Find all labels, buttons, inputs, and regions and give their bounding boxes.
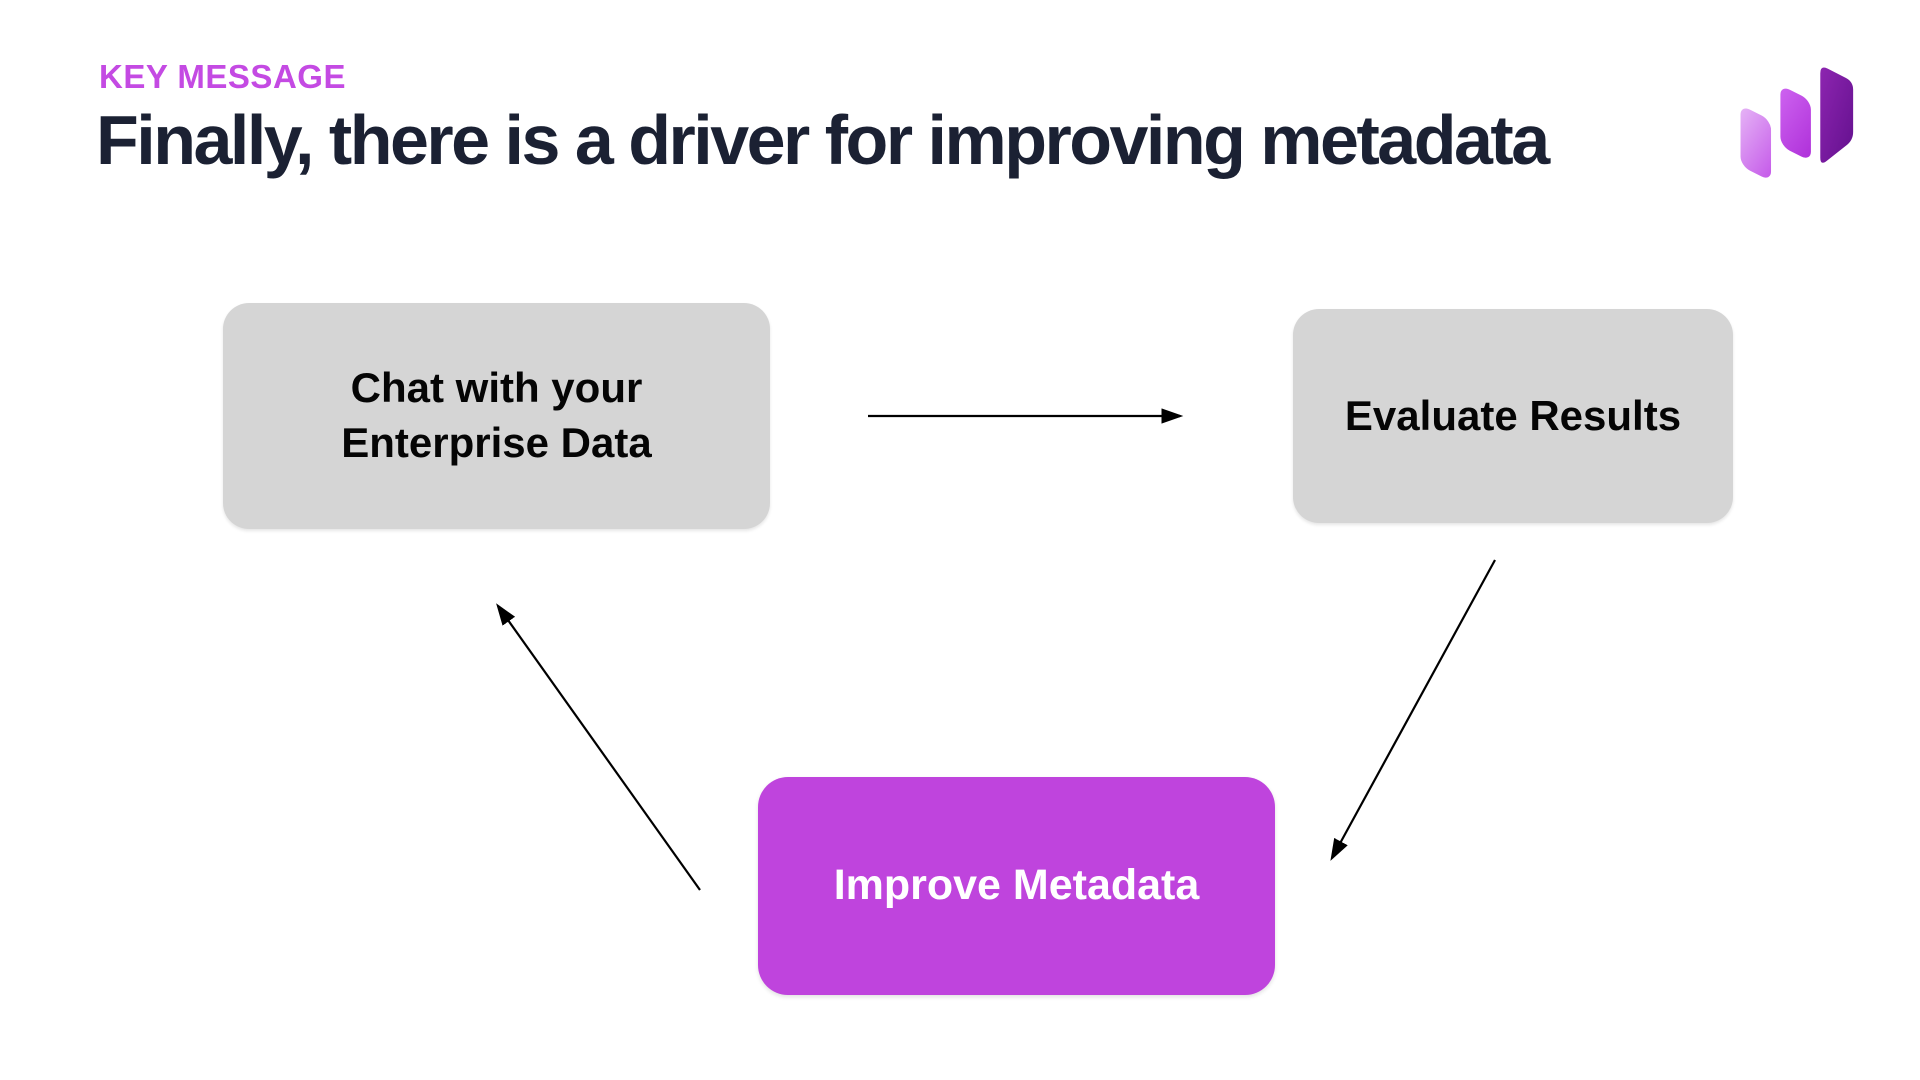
brand-logo-icon <box>1740 67 1854 178</box>
diagram-node-improve-metadata: Improve Metadata <box>758 777 1275 995</box>
arrow-improve-to-chat <box>496 603 701 891</box>
arrow-evaluate-to-improve <box>1330 559 1496 861</box>
logo-middle-card <box>1780 88 1811 158</box>
diagram-node-chat-with-enterprise-data: Chat with your Enterprise Data <box>223 303 770 529</box>
logo-light-card <box>1740 108 1772 178</box>
slide-title: Finally, there is a driver for improving… <box>96 101 1550 179</box>
diagram-node-evaluate-results: Evaluate Results <box>1293 309 1733 523</box>
key-message-eyebrow: KEY MESSAGE <box>99 58 346 95</box>
logo-dark-card <box>1820 67 1854 163</box>
